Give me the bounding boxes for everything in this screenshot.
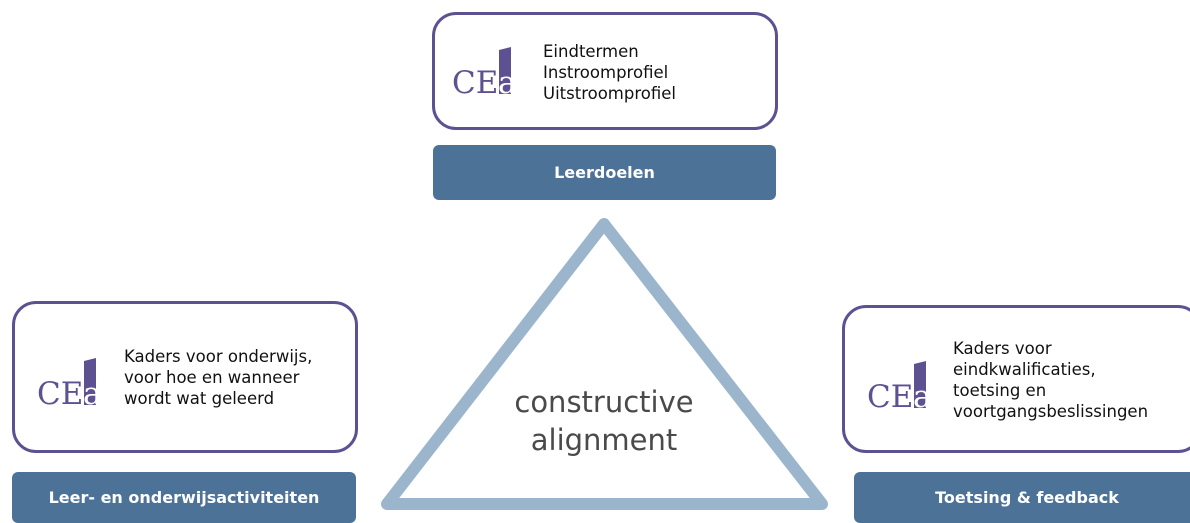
label-onderwijsactiviteiten: Leer- en onderwijsactiviteiten <box>12 472 356 523</box>
card-line: Uitstroomprofiel <box>543 84 676 103</box>
cea-logo-a: a <box>498 65 516 101</box>
card-line: toetsing en <box>953 381 1047 400</box>
cea-logo-ce: CE <box>867 379 913 415</box>
cea-logo-a: a <box>913 379 931 415</box>
card-onderwijs: CE a Kaders voor onderwijs, voor hoe en … <box>12 301 358 453</box>
card-line: voortgangsbeslissingen <box>953 402 1149 421</box>
cea-logo-icon: CE a <box>37 358 101 412</box>
card-text-onderwijs: Kaders voor onderwijs, voor hoe en wanne… <box>124 346 312 409</box>
triangle-outline <box>381 218 828 510</box>
card-line: Kaders voor <box>953 339 1052 358</box>
cea-logo-a: a <box>83 376 101 412</box>
card-line: Eindtermen <box>543 42 639 61</box>
cea-logo-icon: CE a <box>867 361 931 415</box>
card-line: Kaders voor onderwijs, <box>124 347 313 366</box>
cea-logo-ce: CE <box>37 376 83 412</box>
center-label-line2: alignment <box>530 423 678 457</box>
card-line: eindkwalificaties, <box>953 360 1096 379</box>
card-toetsing: CE a Kaders voor eindkwalificaties, toet… <box>842 305 1190 453</box>
card-line: Instroomprofiel <box>543 63 669 82</box>
card-line: voor hoe en wanneer <box>124 368 300 387</box>
card-text-leerdoelen: Eindtermen Instroomprofiel Uitstroomprof… <box>543 41 676 104</box>
card-text-toetsing: Kaders voor eindkwalificaties, toetsing … <box>953 338 1148 422</box>
center-label-line1: constructive <box>514 385 694 419</box>
label-toetsing-feedback: Toetsing & feedback <box>854 472 1190 523</box>
card-leerdoelen: CE a Eindtermen Instroomprofiel Uitstroo… <box>432 12 778 130</box>
card-line: wordt wat geleerd <box>124 389 275 408</box>
label-leerdoelen: Leerdoelen <box>433 145 776 200</box>
cea-logo-ce: CE <box>452 65 498 101</box>
cea-logo-icon: CE a <box>452 47 516 101</box>
